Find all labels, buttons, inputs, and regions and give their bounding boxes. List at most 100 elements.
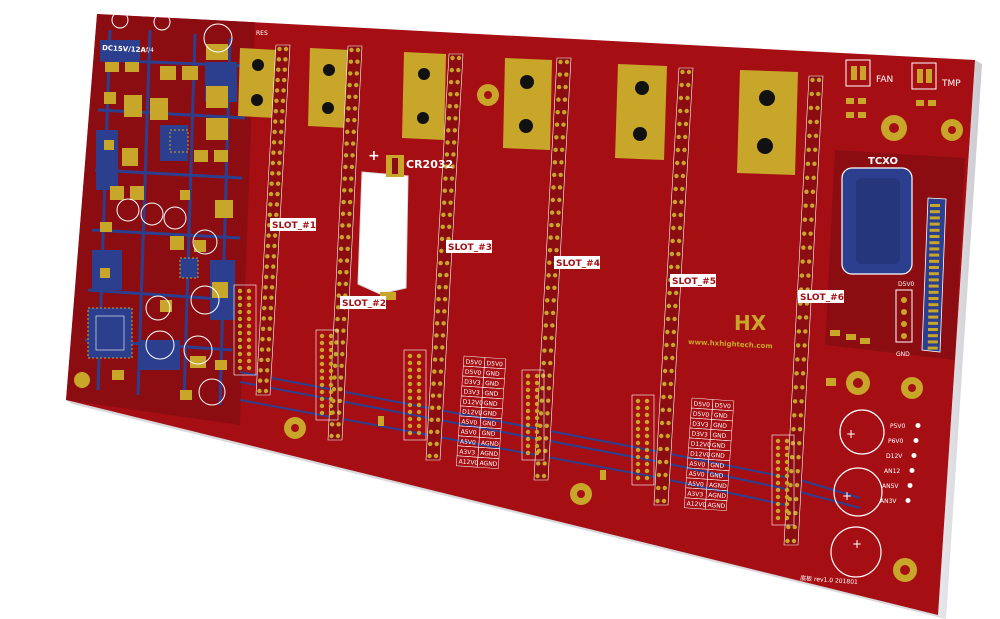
brand-logo: HX [734,311,767,335]
terminal-block-3 [402,52,446,140]
component-pads-left [100,44,233,400]
pin-table-cell: A5V0 [460,438,476,446]
bulk-capacitors-right: + + + [830,409,885,578]
slot-lower-header-6 [771,434,795,526]
pin-table-cell: AGND [708,492,727,500]
pin-table-cell: A12V0 [458,458,478,466]
svg-text:+: + [852,537,862,551]
pin-table-cell: GND [483,410,498,418]
slot-lower-header-5 [631,394,655,486]
pin-table-cell: GND [713,422,728,430]
power-rail-label: P6V0 [888,438,904,445]
pin-table-cell: A12V0 [686,500,706,508]
pin-table-cell: A5V0 [689,460,705,468]
pin-table-cell: D3V3 [463,389,480,397]
battery-holder [357,155,409,300]
power-rail-label: D12V [886,453,903,460]
pin-table-cell: AGND [707,502,726,510]
terminal-block-1 [238,48,278,118]
slot-label-1: SLOT_#1 [270,218,316,231]
pin-table-cell: A3V3 [459,448,475,456]
slot-label-3: SLOT_#3 [446,240,492,253]
svg-text:+: + [846,427,856,441]
slot-label-text: SLOT_#6 [800,293,844,303]
capacitor-outlines-left [111,14,233,406]
scattered-components [378,330,870,480]
pin-table-cell: GND [712,432,727,440]
terminal-block-4 [503,58,552,150]
tcxo-oscillator [841,167,913,275]
right-edge-connector [921,197,947,353]
svg-text:+: + [842,489,852,503]
slot-lower-header-4 [521,369,545,461]
d5v0-header [895,289,913,343]
slot-header-3 [425,53,464,461]
terminal-block-2 [308,48,350,128]
slot-lower-header-3 [403,349,427,441]
slot-label-text: SLOT_#4 [556,259,600,269]
pin-table-cell: A5V0 [688,470,704,478]
d5v0-label: D5V0 [898,281,915,288]
pin-table-cell: AGND [481,440,500,448]
pin-table-cell: D3V3 [692,421,709,429]
battery-plus-marker: + [368,148,380,164]
slot-label-5: SLOT_#5 [670,274,716,287]
power-rail-label: P5V0 [890,423,906,430]
fuse-label: f/4 [146,47,154,54]
pin-table-cell: AGND [479,460,498,468]
pin-table-cell: GND [711,442,726,450]
terminal-blocks [238,48,798,175]
pin-table-cell: D5V0 [714,402,731,410]
pin-table-cell: D5V0 [465,359,482,367]
fan-label: FAN [876,75,893,85]
slot-label-text: SLOT_#2 [342,299,386,309]
pin-table-cell: A5V0 [688,480,704,488]
power-rail-label: AN12 [884,468,900,475]
ic-packages-left [87,129,199,359]
pin-table-cell: D5V0 [465,369,482,377]
pin-table-cell: A5V0 [461,418,477,426]
pin-table-cell: GND [709,472,724,480]
slot-label-6: SLOT_#6 [798,290,844,303]
pin-table-cell: GND [481,430,496,438]
pin-table-cell: D5V0 [693,411,710,419]
power-rail-label: AN5V [882,483,899,490]
slot-header-4 [533,57,572,481]
pin-table-cell: D5V0 [693,401,710,409]
slot-lower-header-2 [315,329,339,421]
slot-label-text: SLOT_#5 [672,277,716,287]
slot-header-2 [327,45,363,441]
power-input-label: DC15V/12A [102,44,147,54]
terminal-block-5 [615,64,667,160]
pin-table-cell: AGND [480,450,499,458]
pin-table-cell: GND [710,462,725,470]
pin-table-cell: D5V0 [486,360,503,368]
pin-table-cell: D3V3 [464,379,481,387]
temp-label: TMP [941,79,961,89]
board-edge [938,60,982,619]
slot-label-text: SLOT_#3 [448,243,492,253]
bus-top-label: RES [256,30,268,37]
tcxo-label: TCXO [868,156,898,167]
slot-label-text: SLOT_#1 [272,221,316,231]
pin-table-cell: D12V0 [462,409,483,417]
pin-table-cell: GND [484,390,499,398]
pin-table-cell: GND [711,452,726,460]
pin-table-cell: AGND [709,482,728,490]
pin-table-cell: A5V0 [460,428,476,436]
pin-table-cell: D12V0 [463,399,484,407]
battery-label: CR2032 [406,158,453,171]
pin-table-cell: A3V3 [687,490,703,498]
pin-table-cell: D12V0 [691,441,712,449]
pin-table-cell: D12V0 [690,451,711,459]
pin-table-cell: GND [483,400,498,408]
gnd-label: GND [896,351,910,358]
board-edge-bottom [66,400,946,619]
fan-header [845,59,871,87]
